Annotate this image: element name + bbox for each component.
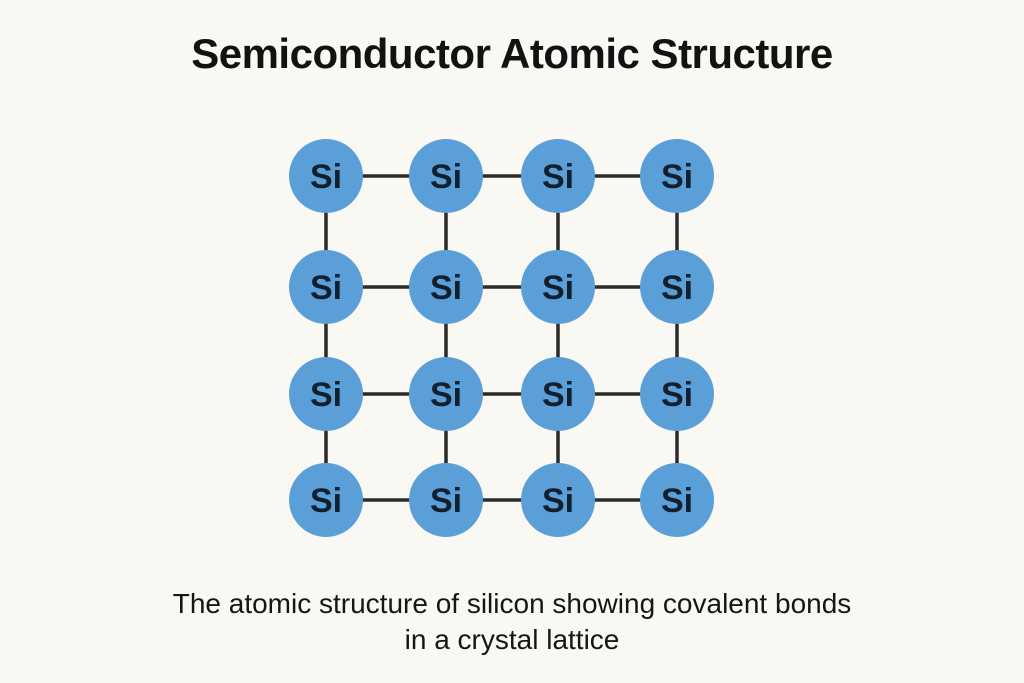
page-title: Semiconductor Atomic Structure [191, 30, 833, 77]
silicon-atom [289, 463, 363, 537]
caption-line-1: The atomic structure of silicon showing … [172, 588, 852, 619]
silicon-atom [640, 250, 714, 324]
silicon-atom [521, 463, 595, 537]
silicon-atom-label: Si [430, 376, 462, 414]
silicon-atom [640, 139, 714, 213]
silicon-atom [289, 250, 363, 324]
silicon-atom [521, 250, 595, 324]
silicon-atom-label: Si [310, 269, 342, 307]
silicon-atom [409, 250, 483, 324]
silicon-atom-label: Si [661, 158, 693, 196]
silicon-atom-label: Si [310, 376, 342, 414]
silicon-atom [521, 357, 595, 431]
silicon-atom-label: Si [430, 482, 462, 520]
silicon-atom [289, 357, 363, 431]
silicon-atom-label: Si [542, 269, 574, 307]
silicon-atom-label: Si [661, 376, 693, 414]
silicon-atom [640, 357, 714, 431]
caption-line-2: in a crystal lattice [404, 624, 620, 656]
silicon-atom [409, 463, 483, 537]
silicon-atom-label: Si [430, 158, 462, 196]
silicon-atom-label: Si [310, 158, 342, 196]
silicon-atom-label: Si [542, 482, 574, 520]
silicon-atom-label: Si [661, 269, 693, 307]
silicon-atom-label: Si [430, 269, 462, 307]
silicon-atom-label: Si [310, 482, 342, 520]
silicon-atom [640, 463, 714, 537]
silicon-atom [521, 139, 595, 213]
covalent-bonds [324, 174, 679, 502]
silicon-atom-label: Si [661, 482, 693, 520]
silicon-atom [409, 139, 483, 213]
figure-caption: The atomic structure of silicon showing … [0, 586, 1024, 659]
silicon-atom-label: Si [542, 376, 574, 414]
silicon-atom-label: Si [542, 158, 574, 196]
silicon-atom [289, 139, 363, 213]
silicon-atom [409, 357, 483, 431]
